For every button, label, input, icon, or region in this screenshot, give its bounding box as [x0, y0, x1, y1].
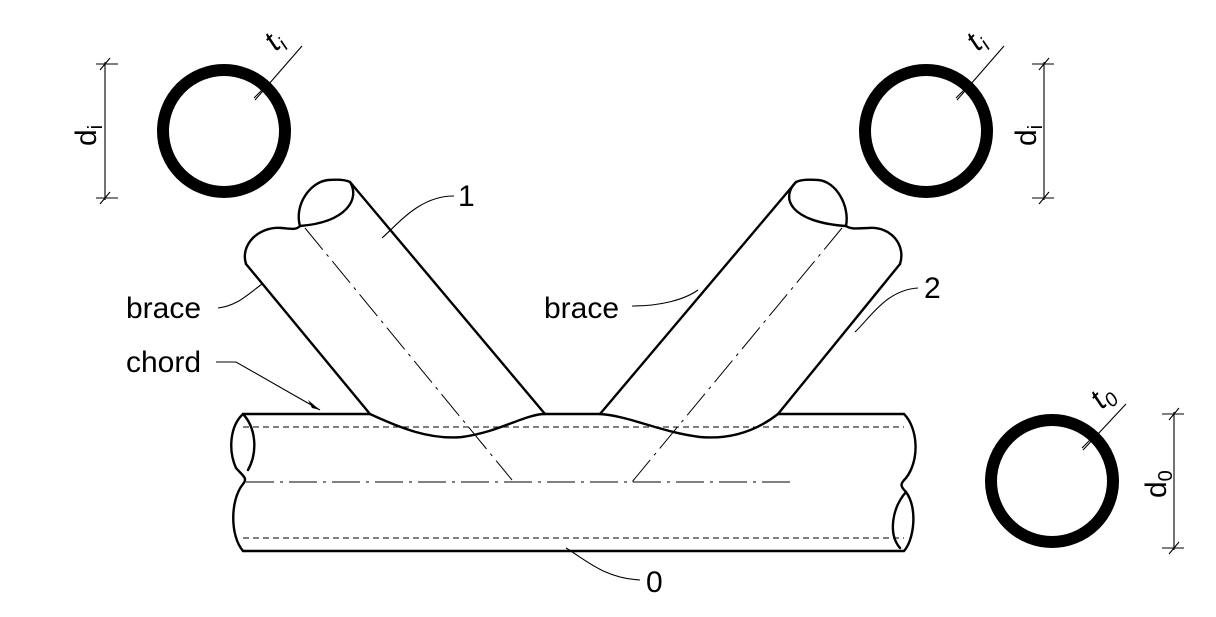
ti-leader-right — [956, 45, 1005, 101]
leader-chord-arrowhead — [308, 400, 320, 410]
label-brace-right: brace — [544, 292, 619, 325]
chord-tube — [230, 412, 917, 553]
t0-leader — [1082, 403, 1127, 451]
di-label-right: di — [1010, 125, 1047, 146]
brace-1-intersection — [368, 412, 547, 439]
chord-right-break — [900, 412, 917, 553]
chord-section-ring — [985, 414, 1119, 548]
brace-2-right-edge — [776, 262, 902, 416]
t0-label: t0 — [1084, 378, 1124, 418]
brace-1-break-upper — [297, 178, 355, 228]
chord-cross-section: t0 d0 — [985, 378, 1184, 555]
brace-section-ring-left — [157, 64, 291, 198]
brace-2-left-edge — [598, 180, 798, 416]
ti-tick-left — [253, 87, 265, 99]
brace-2-intersection — [598, 412, 780, 439]
di-ticks-right — [1038, 57, 1050, 205]
chord-left-break-inner — [241, 412, 256, 472]
brace-cross-section-right: ti di — [859, 24, 1054, 205]
label-member-2: 2 — [924, 272, 941, 305]
brace-1-break-lower — [243, 224, 302, 266]
t0-tick — [1081, 437, 1093, 449]
brace-2-break-lower — [844, 224, 903, 266]
leader-brace-left — [217, 283, 263, 309]
ti-label-left: ti — [258, 24, 294, 60]
annotations: 1 2 0 brace brace chord — [126, 180, 941, 599]
d0-label: d0 — [1140, 470, 1177, 498]
brace-2-tube — [598, 178, 903, 483]
brace-2-centerline — [631, 227, 843, 483]
di-dimension-right — [1032, 62, 1054, 200]
leader-member-1 — [381, 195, 455, 239]
brace-1-right-edge — [348, 180, 547, 416]
brace-cross-section-left: ti di — [70, 24, 303, 205]
brace-2-break-upper — [787, 178, 848, 228]
di-label-left: di — [70, 125, 107, 146]
di-ticks-left — [99, 57, 111, 205]
leader-member-0 — [565, 547, 641, 581]
brace-section-ring-right — [859, 64, 993, 198]
label-chord: chord — [126, 346, 201, 379]
brace-1-left-edge — [244, 262, 372, 416]
label-member-1: 1 — [458, 180, 475, 213]
brace-1-tube — [243, 178, 547, 481]
leader-chord — [216, 361, 321, 411]
leader-brace-right — [631, 289, 699, 307]
leader-member-2 — [854, 287, 919, 333]
ti-label-right: ti — [960, 24, 996, 60]
ti-leader-left — [254, 45, 303, 101]
label-member-0: 0 — [646, 566, 663, 599]
d0-dimension — [1162, 412, 1184, 550]
brace-1-centerline — [304, 227, 513, 481]
chord-left-break — [230, 412, 247, 553]
ti-tick-right — [955, 87, 967, 99]
d0-ticks — [1168, 407, 1180, 555]
chord-right-break-inner — [891, 490, 908, 550]
di-dimension-left — [96, 62, 118, 200]
label-brace-left: brace — [126, 292, 201, 325]
